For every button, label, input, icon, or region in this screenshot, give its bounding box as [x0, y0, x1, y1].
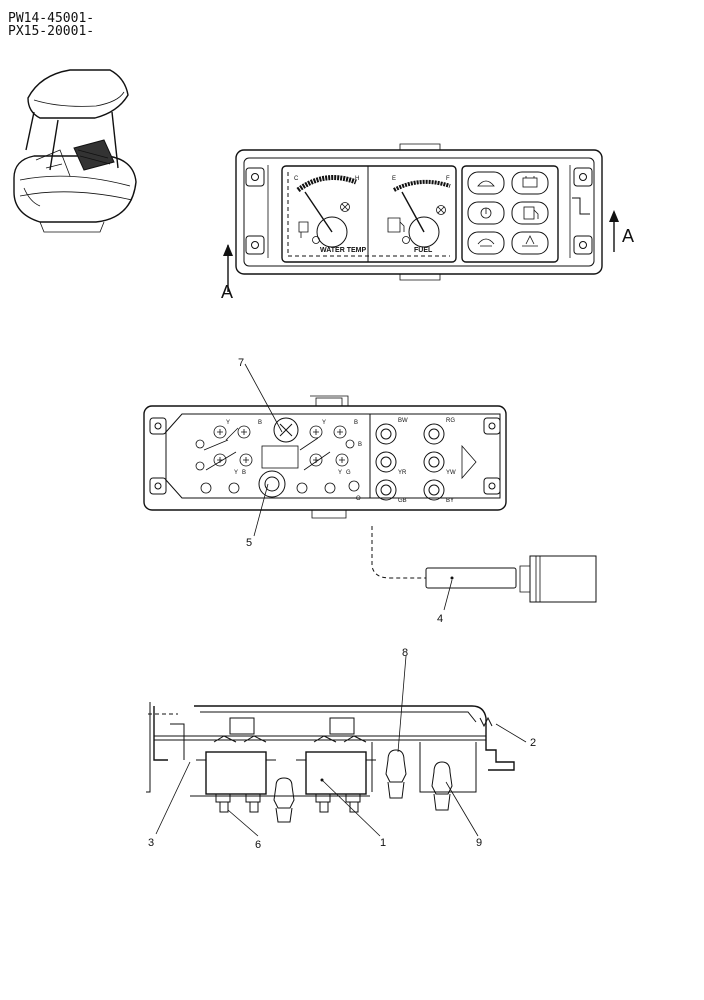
- wire-label-10: G: [346, 470, 351, 476]
- preheat-icon: [477, 238, 495, 247]
- callout-4: 4: [437, 579, 453, 625]
- svg-text:H: H: [355, 176, 359, 182]
- svg-text:5: 5: [246, 537, 252, 549]
- section-marker-left: A: [221, 282, 233, 302]
- callout-8: 8: [397, 647, 408, 753]
- svg-text:C: C: [294, 176, 299, 182]
- svg-text:1: 1: [380, 837, 386, 849]
- monitor-panel-rear-view: Y B Y B B O Y B Y G BW RG YR YW GB BY: [143, 395, 507, 519]
- wire-label-14: YW: [446, 470, 456, 476]
- svg-text:2: 2: [530, 737, 536, 749]
- wire-label-4: B: [242, 470, 246, 476]
- wire-label-6: O: [356, 496, 361, 502]
- callout-9: 9: [445, 781, 482, 849]
- gauge-right: [296, 717, 376, 813]
- wire-label-11: BW: [398, 418, 408, 424]
- svg-text:7: 7: [238, 357, 244, 369]
- wire-label-8: B: [354, 420, 358, 426]
- lamp-socket-8: [385, 749, 407, 799]
- callout-1: 1: [321, 779, 386, 849]
- wire-label-2: B: [258, 420, 262, 426]
- svg-text:4: 4: [437, 613, 443, 625]
- fuel-level-icon: [523, 206, 539, 220]
- callout-6: 6: [227, 809, 261, 851]
- wire-label-9: Y: [338, 470, 342, 476]
- wire-label-12: RG: [446, 418, 455, 424]
- cab-location-thumbnail: [13, 69, 137, 233]
- svg-text:6: 6: [255, 839, 261, 851]
- wire-label-1: Y: [226, 420, 230, 426]
- svg-text:F: F: [446, 176, 450, 182]
- bulb-and-socket: [371, 526, 597, 603]
- callout-3: 3: [148, 761, 191, 849]
- lamp-socket-9: [431, 761, 453, 811]
- callout-5: 5: [246, 483, 269, 549]
- svg-text:E: E: [392, 176, 396, 182]
- wire-label-7: Y: [322, 420, 326, 426]
- callout-7: 7: [238, 357, 283, 433]
- highlighted-panel-hatch: [73, 139, 115, 171]
- monitor-panel-section-view: [146, 702, 515, 823]
- wire-label-15: GB: [398, 498, 407, 504]
- monitor-panel-top-view: C H WATER TEMP E F FUEL: [221, 143, 634, 302]
- coolant-temp-icon: [480, 207, 492, 219]
- callout-2: 2: [495, 723, 536, 749]
- serial-number-1: PW14-45001-: [8, 11, 95, 26]
- battery-charge-icon: [522, 176, 538, 188]
- water-temp-label: WATER TEMP: [320, 247, 366, 254]
- lamp-socket-center: [273, 777, 295, 823]
- section-marker-right: A: [622, 226, 634, 246]
- svg-text:8: 8: [402, 647, 408, 659]
- gauge-left: [196, 717, 276, 813]
- oil-pressure-icon: [477, 180, 495, 187]
- svg-text:9: 9: [476, 837, 482, 849]
- wire-label-16: BY: [446, 498, 454, 504]
- fuel-label: FUEL: [414, 247, 433, 254]
- wire-label-13: YR: [398, 470, 407, 476]
- wire-label-3: Y: [234, 470, 238, 476]
- wire-label-5: B: [358, 442, 362, 448]
- serial-number-2: PX15-20001-: [8, 24, 95, 39]
- svg-text:3: 3: [148, 837, 154, 849]
- air-filter-icon: [522, 235, 538, 247]
